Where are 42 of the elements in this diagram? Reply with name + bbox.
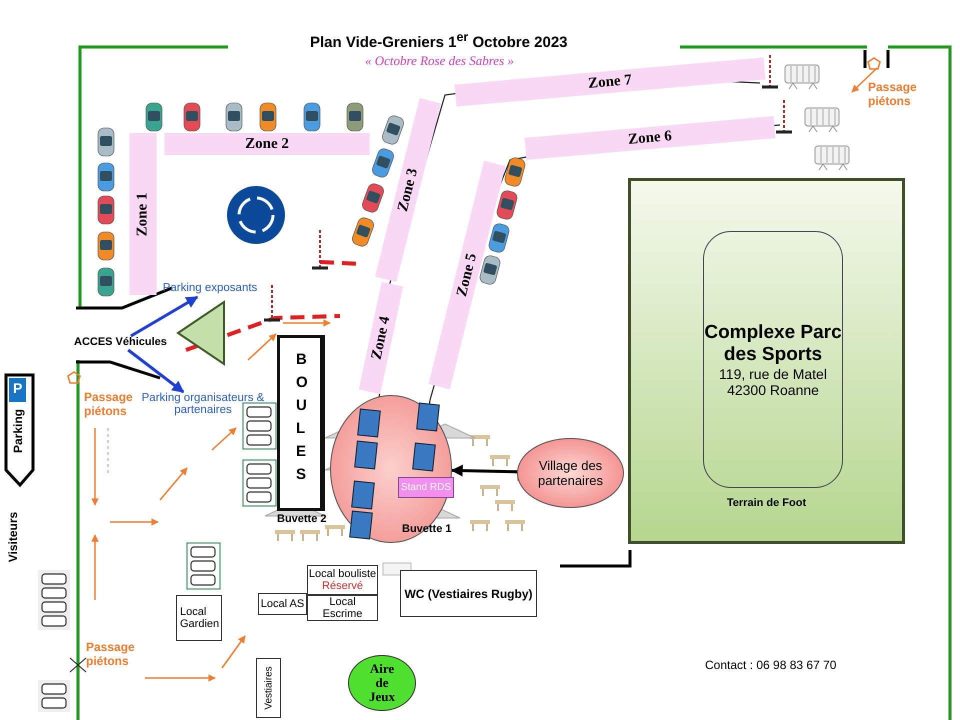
village-ellipse: Village des partenaires [517, 438, 624, 508]
zone-label: Zone 1 [130, 185, 156, 243]
building-box: Local Escrime [307, 595, 378, 621]
room-label: Local bouliste [308, 568, 376, 580]
entrance-triangle [176, 300, 226, 366]
tent-label: Buvette 2 [277, 513, 327, 525]
football-field [628, 178, 905, 544]
crossing-label: Passage piétons [868, 80, 918, 108]
building-box: Local AS [258, 593, 307, 615]
pitch-outline [703, 231, 843, 488]
boules-area: B O U L E S [277, 335, 325, 511]
building-box [256, 658, 281, 718]
zone-label: Zone 2 [238, 133, 296, 155]
room-label: Vestiaires [263, 666, 274, 710]
contact-text: Contact : 06 98 83 67 70 [705, 658, 836, 672]
zone-label: Zone 4 [364, 307, 398, 369]
address-text: 119, rue de Matel 42300 Roanne [718, 366, 828, 398]
building-box [307, 565, 378, 595]
playground-circle: Aire de Jeux [348, 655, 416, 711]
area-label: Terrain de Foot [726, 497, 808, 509]
area-label: Parking organisateurs & partenaires [140, 392, 266, 422]
crossing-label: Passage piétons [84, 390, 134, 418]
arrow [130, 296, 198, 338]
crossing-label: Passage piétons [86, 640, 136, 668]
building-box: WC (Vestiaires Rugby) [400, 570, 537, 617]
building-box: Local Gardien [176, 595, 222, 641]
zone-label: Zone 5 [449, 244, 485, 306]
side-label: Visiteurs [6, 512, 20, 562]
subtitle: « Octobre Rose des Sabres » [365, 53, 514, 69]
parking-letter: P [13, 380, 22, 396]
arrow [127, 348, 184, 394]
zone-label: Zone 7 [580, 68, 640, 96]
venue-name: Complexe Parc des Sports [704, 322, 842, 366]
arrow [450, 464, 518, 477]
title: Plan Vide-Greniers 1$^{er}$ Octobre 2023 [310, 30, 568, 51]
sign-label: Parking [11, 409, 25, 453]
status-text: Réservé [322, 580, 363, 592]
zone-label: Zone 6 [620, 124, 680, 152]
area-label: Parking exposants [158, 282, 262, 297]
stand-box: Stand RDS [398, 477, 454, 498]
area-label: ACCES Véhicules [74, 336, 164, 350]
zone-label: Zone 3 [390, 159, 426, 221]
